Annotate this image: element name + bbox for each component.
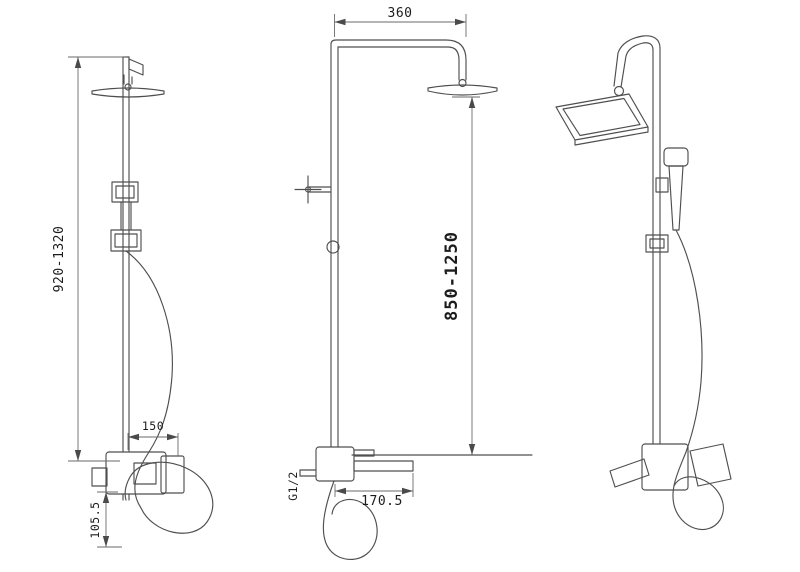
front-inlet-thread-callout: G1/2 bbox=[286, 471, 300, 501]
right-side-view bbox=[555, 35, 732, 531]
front-dim-arm-reach: 360 bbox=[334, 6, 467, 37]
left-hand-shower-holder bbox=[111, 181, 139, 231]
right-rain-head bbox=[555, 93, 649, 146]
arm-reach-label: 360 bbox=[388, 6, 413, 21]
front-view: 360 850-1250 G1/2 170.5 bbox=[286, 6, 533, 560]
drawing-root: 920-1320 150 105.5 bbox=[52, 6, 732, 560]
left-shower-hose bbox=[124, 250, 214, 534]
left-dim-bracket-offset: 150 bbox=[127, 419, 179, 456]
right-slider-clamp bbox=[645, 234, 669, 253]
bracket-offset-label: 150 bbox=[142, 419, 164, 433]
front-mixer-valve bbox=[299, 446, 414, 482]
left-slider-clamp bbox=[110, 229, 142, 252]
left-mixer-valve bbox=[91, 451, 185, 501]
riser-height-label: 850-1250 bbox=[442, 231, 462, 321]
inlet-thread-label: G1/2 bbox=[286, 471, 300, 501]
front-dim-spout-reach: 170.5 bbox=[334, 473, 414, 509]
left-dim-spout-drop: 105.5 bbox=[88, 491, 122, 548]
spout-drop-label: 105.5 bbox=[88, 501, 102, 538]
front-diverter-handle bbox=[294, 175, 332, 204]
left-rain-head bbox=[91, 87, 165, 98]
spout-reach-label: 170.5 bbox=[361, 494, 403, 509]
front-dim-riser-height: 850-1250 bbox=[442, 96, 480, 455]
front-slider-knob bbox=[326, 240, 340, 254]
front-riser-pipe bbox=[330, 39, 467, 448]
overall-height-label: 920-1320 bbox=[52, 226, 67, 293]
right-mixer-valve bbox=[609, 443, 732, 491]
right-riser-pipe bbox=[613, 35, 661, 445]
right-hand-shower bbox=[655, 147, 689, 231]
left-side-view: 920-1320 150 105.5 bbox=[52, 56, 214, 548]
front-shower-hose bbox=[322, 480, 378, 560]
right-shower-hose bbox=[672, 229, 724, 531]
left-shower-column bbox=[122, 56, 144, 453]
front-rain-head bbox=[427, 84, 498, 96]
left-dim-overall-height: 920-1320 bbox=[52, 56, 126, 462]
